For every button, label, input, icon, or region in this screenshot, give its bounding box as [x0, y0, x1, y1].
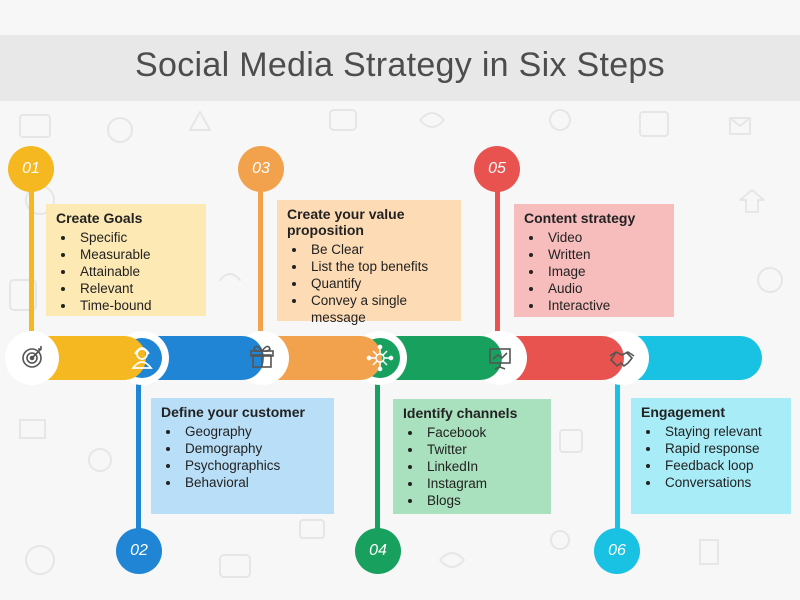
step-02-title: Define your customer: [161, 404, 305, 420]
list-item: Be Clear: [307, 241, 451, 258]
list-item: Convey a single message: [307, 292, 451, 326]
list-item: Relevant: [76, 280, 196, 297]
step-02-connector: [136, 380, 141, 530]
step-02-number: 02: [116, 528, 162, 574]
target-icon: [22, 346, 42, 368]
step-05-connector: [495, 186, 500, 331]
list-item: Time-bound: [76, 297, 196, 314]
list-item: Specific: [76, 229, 196, 246]
network-icon: [366, 344, 394, 372]
list-item: Behavioral: [181, 474, 324, 491]
list-item: List the top benefits: [307, 258, 451, 275]
list-item: Written: [544, 246, 664, 263]
list-item: Feedback loop: [661, 457, 781, 474]
list-item: Facebook: [423, 424, 541, 441]
step-03-number: 03: [238, 146, 284, 192]
step-04-connector: [375, 380, 380, 530]
list-item: Measurable: [76, 246, 196, 263]
step-06-connector: [615, 380, 620, 530]
step-01-title: Create Goals: [56, 210, 143, 226]
page-title: Social Media Strategy in Six Steps: [135, 46, 665, 84]
list-item: Psychographics: [181, 457, 324, 474]
list-item: Rapid response: [661, 440, 781, 457]
step-04-box: Identify channels Facebook Twitter Linke…: [393, 399, 551, 514]
list-item: Attainable: [76, 263, 196, 280]
list-item: Geography: [181, 423, 324, 440]
step-03-connector: [258, 186, 263, 331]
list-item: Staying relevant: [661, 423, 781, 440]
list-item: Image: [544, 263, 664, 280]
step-05-box: Content strategy Video Written Image Aud…: [514, 204, 674, 317]
gift-icon: [250, 345, 274, 368]
step-03-box: Create your value proposition Be Clear L…: [277, 200, 461, 325]
presentation-icon: [489, 348, 511, 370]
list-item: Demography: [181, 440, 324, 457]
step-06-title: Engagement: [641, 404, 726, 420]
step-06-box: Engagement Staying relevant Rapid respon…: [631, 398, 791, 514]
list-item: Blogs: [423, 492, 541, 509]
step-02-box: Define your customer Geography Demograph…: [151, 398, 334, 514]
title-band: [0, 35, 800, 101]
step-03-title: Create your value proposition: [287, 206, 405, 238]
step-05-number: 05: [474, 146, 520, 192]
list-item: Conversations: [661, 474, 781, 491]
list-item: LinkedIn: [423, 458, 541, 475]
step-01-segment: [5, 331, 146, 385]
list-item: Interactive: [544, 297, 664, 314]
step-01-number: 01: [8, 146, 54, 192]
step-04-title: Identify channels: [403, 405, 518, 421]
list-item: Twitter: [423, 441, 541, 458]
timeline-bar: [5, 331, 762, 385]
step-06-number: 06: [594, 528, 640, 574]
handshake-icon: [609, 351, 635, 368]
list-item: Quantify: [307, 275, 451, 292]
step-05-title: Content strategy: [524, 210, 636, 226]
list-item: Audio: [544, 280, 664, 297]
step-01-box: Create Goals Specific Measurable Attaina…: [46, 204, 206, 316]
step-04-number: 04: [355, 528, 401, 574]
list-item: Instagram: [423, 475, 541, 492]
customer-icon: [131, 347, 153, 369]
list-item: Video: [544, 229, 664, 246]
step-01-connector: [29, 186, 34, 331]
